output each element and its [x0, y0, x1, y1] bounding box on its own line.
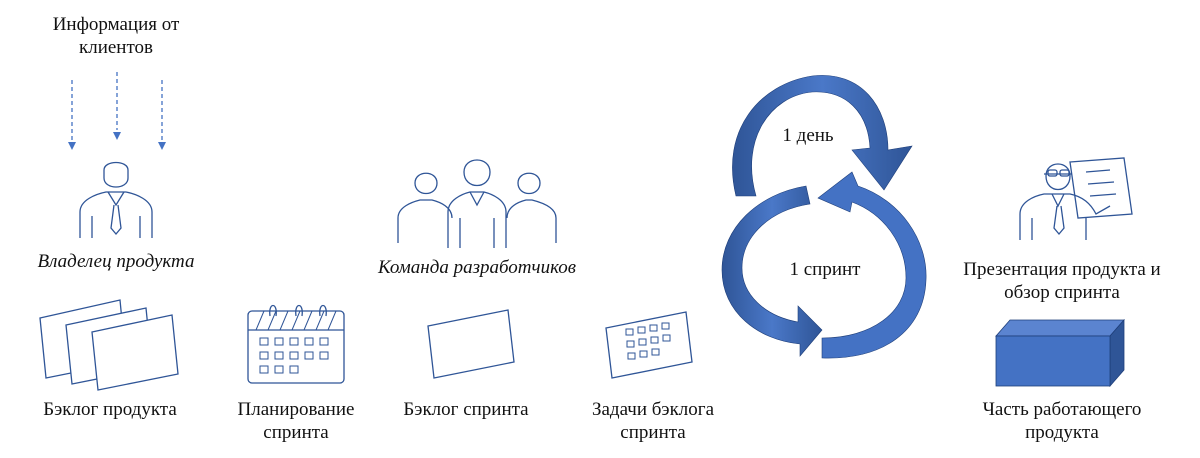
product-owner-label: Владелец продукта — [37, 251, 195, 272]
cards-icon — [39, 299, 179, 391]
sprint-backlog-label: Бэклог спринта — [403, 399, 529, 420]
person-icon — [79, 161, 153, 238]
one-day-label: 1 день — [782, 125, 834, 146]
arrowheads — [68, 132, 166, 150]
client-info-arrows — [71, 72, 163, 140]
calendar-icon — [247, 304, 345, 384]
sprint-cycle-arrow — [721, 171, 927, 359]
card-icon — [427, 309, 515, 379]
presenter-icon — [1019, 157, 1133, 240]
product-review-label: Презентация продукта и обзор спринта — [963, 259, 1161, 303]
team-icon — [397, 159, 557, 248]
sprint-planning-label: Планирование спринта — [237, 399, 355, 443]
client-info-label: Информация от клиентов — [52, 14, 180, 58]
sprint-backlog-tasks-label: Задачи бэклога спринта — [591, 399, 715, 443]
dev-team-label: Команда разработчиков — [378, 257, 576, 278]
box-icon — [995, 318, 1125, 388]
task-card-icon — [605, 311, 693, 379]
product-backlog-label: Бэклог продукта — [43, 399, 177, 420]
one-sprint-label: 1 спринт — [789, 259, 861, 280]
daily-cycle-arrow — [732, 75, 913, 197]
working-increment-label: Часть работающего продукта — [982, 399, 1142, 443]
